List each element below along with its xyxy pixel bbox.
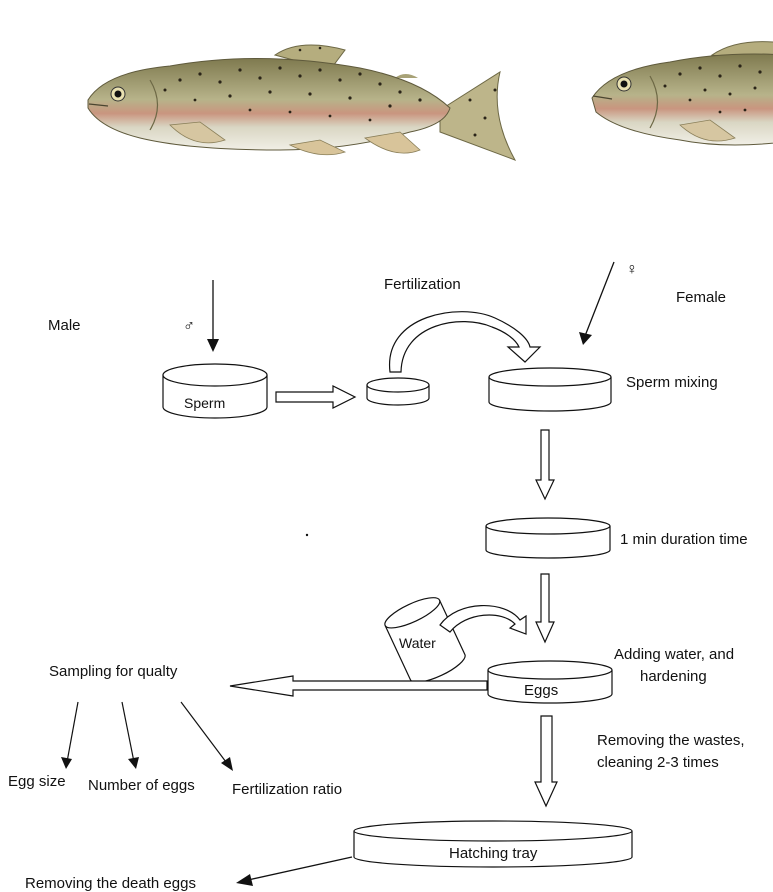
removing-death-eggs-label: Removing the death eggs: [25, 875, 196, 892]
down-arrow-1: [536, 430, 554, 499]
duration-label: 1 min duration time: [620, 531, 748, 548]
female-label: Female: [676, 289, 726, 306]
sperm-label: Sperm: [184, 395, 225, 411]
fish-body: [592, 54, 773, 145]
sampling-arrow: [230, 676, 487, 696]
removing-wastes-label-2: cleaning 2-3 times: [597, 754, 719, 771]
fertilization-ratio-label: Fertilization ratio: [232, 781, 342, 798]
duration-dish: [486, 518, 610, 558]
fertilization-label: Fertilization: [384, 276, 461, 293]
male-label: Male: [48, 317, 81, 334]
adipose-fin: [395, 74, 418, 78]
adding-water-label-2: hardening: [640, 668, 707, 685]
sampling-label: Sampling for qualty: [49, 663, 178, 680]
trout-female-illustration: [592, 42, 773, 145]
water-label: Water: [399, 635, 436, 651]
down-arrow-2: [536, 574, 554, 642]
eggs-label: Eggs: [524, 682, 558, 699]
mixing-dish: [489, 368, 611, 411]
hatching-tray-label: Hatching tray: [449, 845, 538, 862]
removing-wastes-label-1: Removing the wastes,: [597, 732, 745, 749]
egg-size-label: Egg size: [8, 773, 66, 790]
trout-male-illustration: [88, 45, 515, 160]
number-of-eggs-label: Number of eggs: [88, 777, 195, 794]
tail-fin: [440, 72, 515, 160]
male-symbol: ♂: [183, 318, 195, 335]
female-diagonal-arrow: [585, 262, 614, 336]
down-arrow-3: [535, 716, 557, 806]
fertilization-curved-arrow: [390, 312, 540, 372]
female-symbol: ♀: [626, 261, 638, 278]
adding-water-label-1: Adding water, and: [614, 646, 734, 663]
sperm-mixing-label: Sperm mixing: [626, 374, 718, 391]
small-dish: [367, 378, 429, 405]
transfer-arrow: [276, 386, 355, 408]
